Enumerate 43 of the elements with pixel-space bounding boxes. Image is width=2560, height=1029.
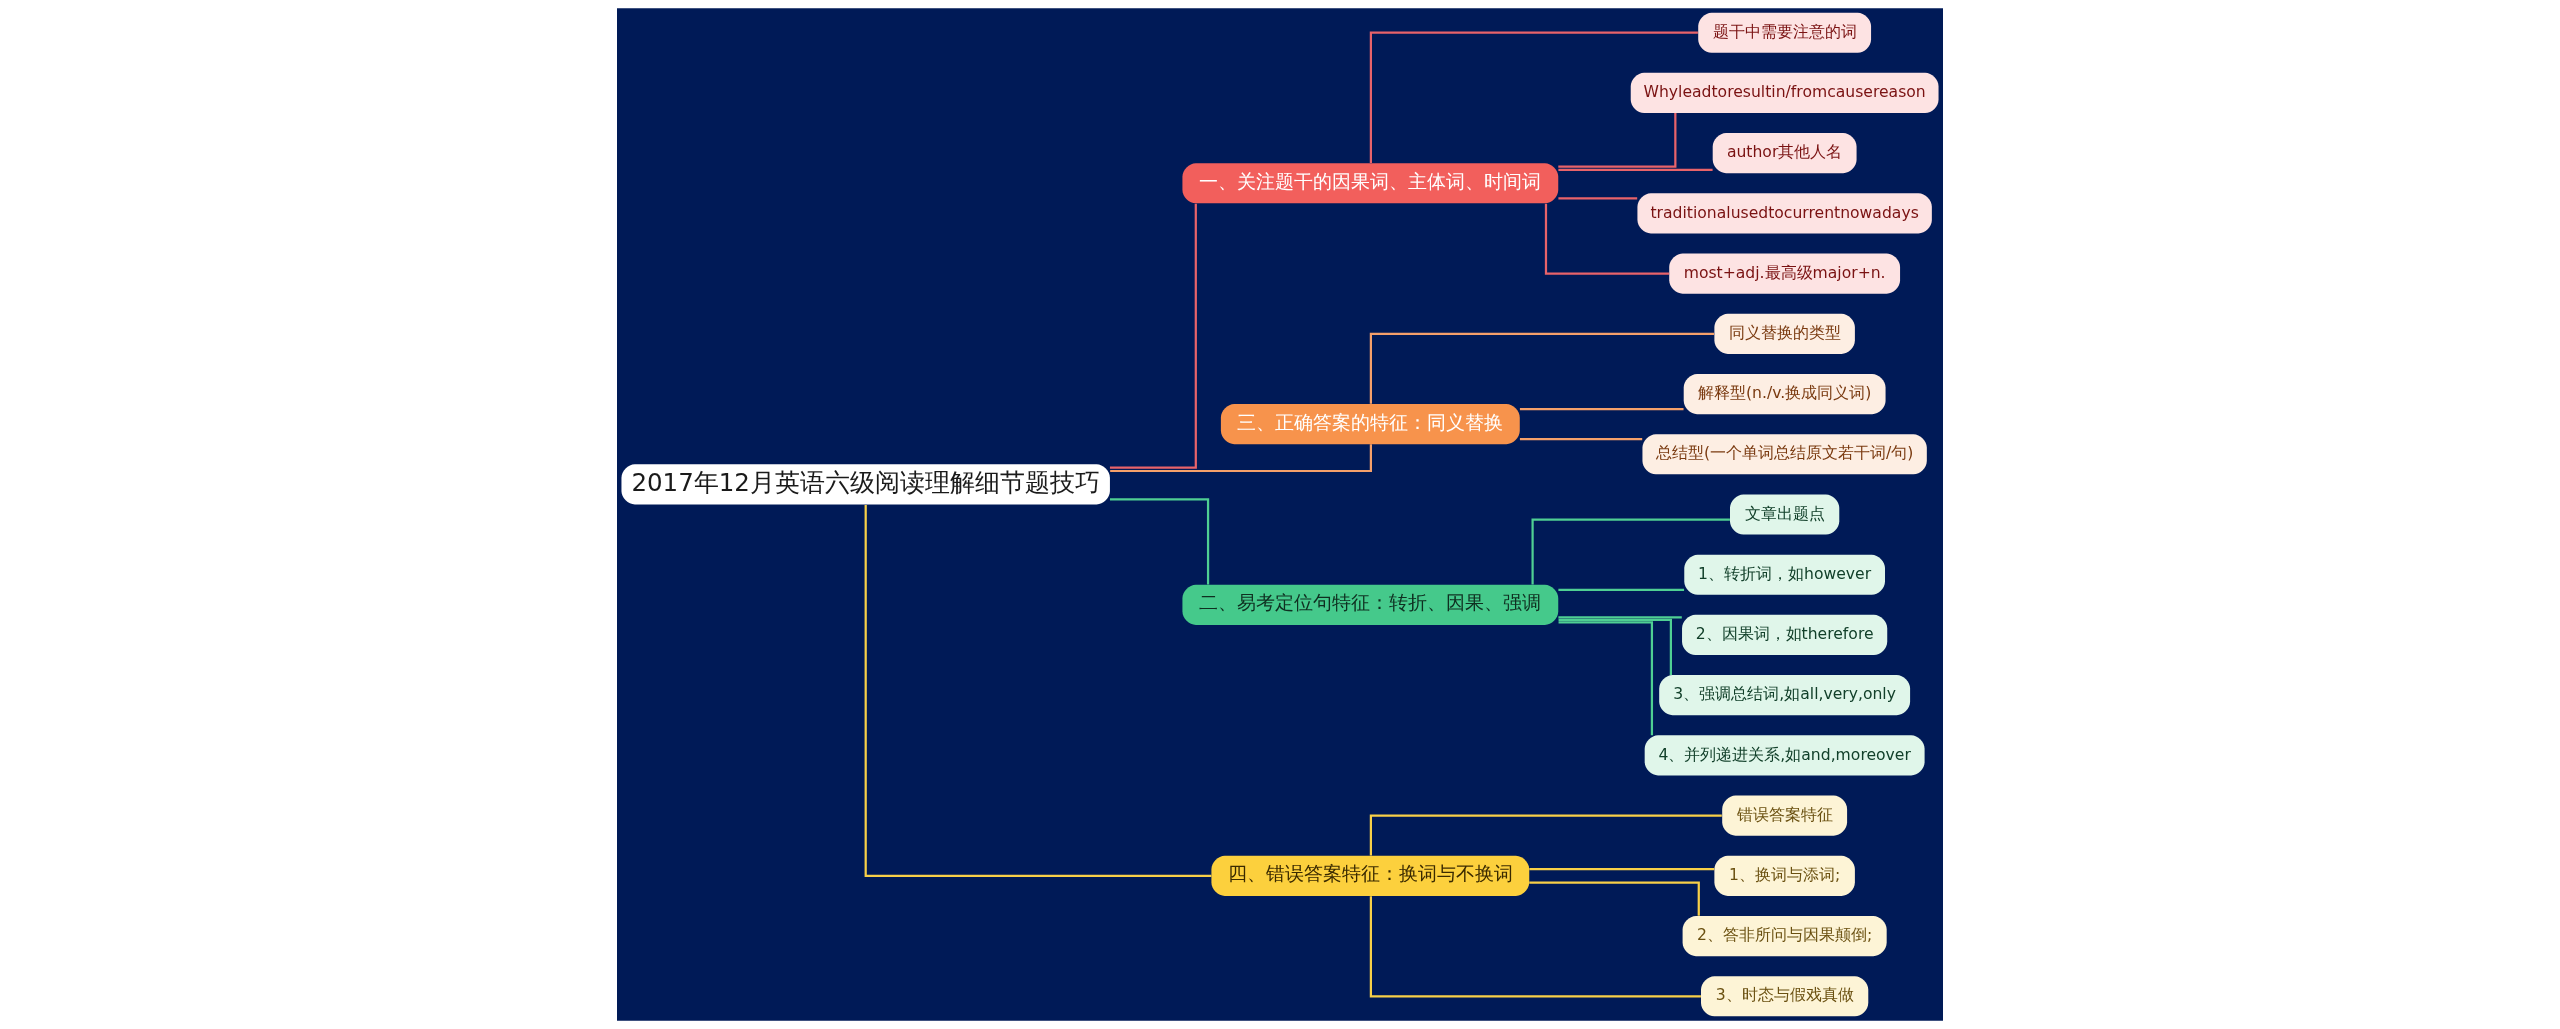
connector [1369,814,1722,856]
connector [1529,868,1715,871]
connector [1519,408,1684,411]
node-box: 题干中需要注意的词 [1698,12,1872,53]
connector [1519,438,1643,441]
node-box: Whyleadtoresultin/fromcausereason [1630,72,1939,113]
connector [1558,621,1654,736]
node-box: 四、错误答案特征：换词与不换词 [1211,855,1530,896]
node-box: most+adj.最高级major+n. [1669,253,1901,294]
node-box: author其他人名 [1712,133,1857,174]
connector [1369,896,1701,998]
connector [1558,616,1682,619]
node-box: 3、强调总结词,如all,very,only [1659,675,1911,716]
connector [1544,203,1670,275]
node-box: 1、换词与添词; [1714,855,1855,896]
node-box: 错误答案特征 [1722,795,1848,836]
connector [864,504,1212,877]
node-box: 同义替换的类型 [1714,313,1855,354]
node-box: 4、并列递进关系,如and,moreover [1644,735,1925,776]
connector [1109,203,1197,469]
node-box: traditionalusedtocurrentnowadays [1637,193,1932,234]
connector [1369,332,1714,404]
connector [1531,518,1730,585]
connector [1369,31,1698,163]
connector [1109,498,1210,585]
connector [1558,168,1713,171]
connector [1558,197,1638,200]
connector [1529,881,1700,916]
node-box: 二、易考定位句特征：转折、因果、强调 [1182,584,1559,625]
connector [1110,444,1372,473]
connector [1558,113,1677,168]
node-box: 2017年12月英语六级阅读理解细节题技巧 [621,464,1110,505]
node-box: 解释型(n./v.换成同义词) [1683,374,1886,415]
node-box: 2、因果词，如therefore [1682,614,1888,655]
node-box: 3、时态与假戏真做 [1701,976,1869,1017]
node-box: 2、答非所问与因果颠倒; [1682,916,1887,957]
node-box: 总结型(一个单词总结原文若干词/句) [1642,434,1927,475]
node-box: 1、转折词，如however [1684,554,1885,595]
node-box: 文章出题点 [1730,494,1840,535]
connector [1558,618,1672,675]
node-box: 三、正确答案的特征：同义替换 [1220,404,1520,445]
connector [1558,588,1685,591]
node-box: 一、关注题干的因果词、主体词、时间词 [1182,163,1559,204]
